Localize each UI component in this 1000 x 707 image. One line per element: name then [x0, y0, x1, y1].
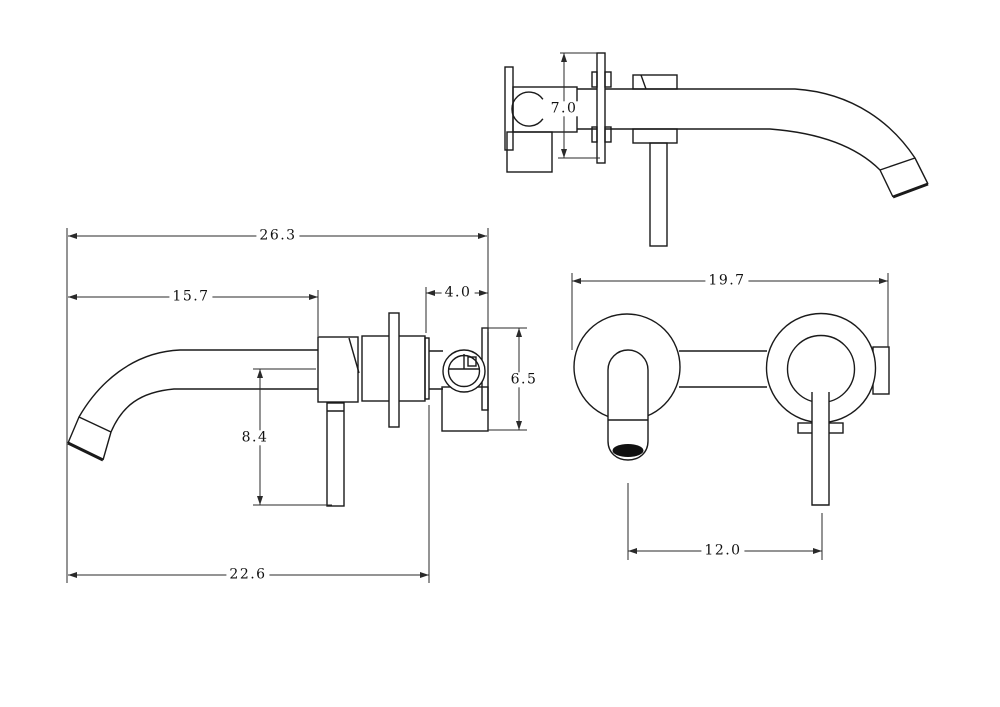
front-spout-outlet [612, 444, 644, 457]
dim-label-total-depth: 26.3 [256, 227, 300, 244]
side-spout-outer-curve [67, 349, 318, 444]
ext-lines-front-width [571, 273, 889, 350]
dimension-annotations [66, 52, 889, 583]
dim-label-tip-to-body: 22.6 [226, 566, 270, 583]
top-screw-boss [604, 71, 612, 88]
dim-label-handle-drop: 8.4 [238, 429, 272, 446]
top-view [504, 52, 929, 247]
dim-label-body-height: 6.5 [507, 371, 541, 388]
top-spout-collar [632, 74, 678, 90]
side-connector-lines [429, 350, 443, 390]
front-handle-lever [811, 392, 830, 506]
side-spout-tip [67, 441, 104, 462]
ext-lines-plate-height [558, 52, 600, 159]
top-nozzle-joint [879, 157, 916, 171]
top-lower-block [506, 131, 553, 173]
top-spout-inner-curve [605, 128, 894, 198]
top-cartridge-circle [511, 91, 544, 127]
top-handle-lever [649, 142, 668, 247]
side-nozzle-joint [78, 416, 112, 433]
side-handle-lever [326, 402, 345, 507]
top-spout-tip [892, 182, 929, 199]
side-view [67, 312, 489, 507]
top-screw-boss [604, 126, 612, 143]
top-mounting-plate [596, 52, 606, 164]
front-view [573, 312, 890, 506]
side-inlet-crosslines [448, 354, 480, 370]
side-escutcheon-plate [388, 312, 400, 428]
side-spout-inner-curve [102, 388, 318, 461]
side-backplate-strip [424, 337, 430, 400]
top-screw-boss [591, 71, 598, 88]
side-inwall-housing [441, 386, 489, 432]
dim-label-center-distance: 12.0 [701, 542, 745, 559]
dim-label-plate-height: 7.0 [547, 100, 581, 117]
ext-lines-center-distance [627, 483, 823, 560]
top-spout-outer-curve [605, 88, 929, 185]
front-spout-bend [607, 349, 649, 461]
ext-lines-handle-drop [253, 368, 332, 506]
side-inlet-notch [467, 356, 477, 367]
side-block-chamfer [348, 337, 360, 374]
front-connecting-bar [679, 350, 767, 388]
dim-label-inwall-depth: 4.0 [441, 284, 475, 301]
top-screw-boss [591, 126, 598, 143]
dim-label-spout-reach: 15.7 [169, 288, 213, 305]
top-handle-collar [632, 128, 678, 144]
dim-label-overall-width: 19.7 [705, 272, 749, 289]
top-collar-chamfer [640, 74, 647, 90]
top-neck-lines [577, 88, 597, 130]
